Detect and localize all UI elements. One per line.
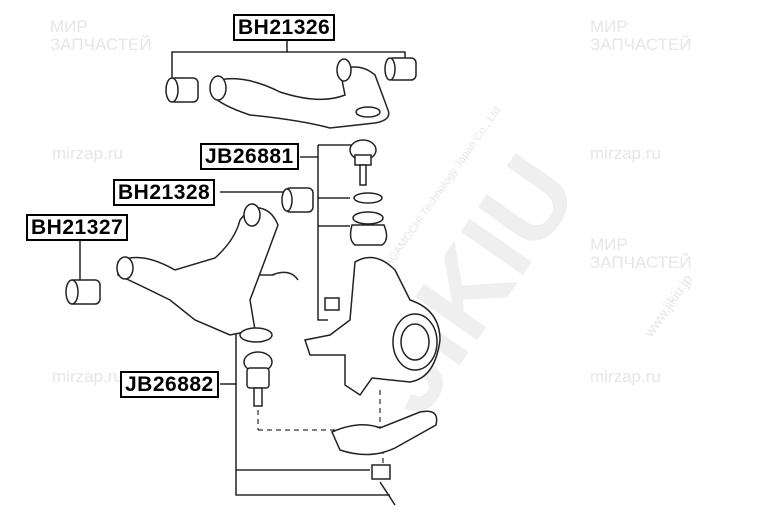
part-label-jb26881: JB26881 [200,143,299,170]
lower-control-arm [117,206,279,336]
parts [65,57,441,506]
watermark-text: ЗАПЧАСТЕЙ [590,253,692,272]
watermark-site: mirzap.ru [590,367,661,386]
watermark-site: mirzap.ru [52,144,123,163]
part-label-bh21328: BH21328 [113,179,216,206]
watermark-text: МИР [590,235,628,254]
steering-arm [331,410,438,456]
watermark-site: mirzap.ru [52,367,123,386]
dust-boot [349,211,388,246]
upper-control-arm [211,66,390,129]
part-label-bh21327: BH21327 [26,214,129,241]
lower-arm-bushing-rear [65,279,101,305]
upper-arm-bushing-left [165,77,199,103]
part-label-bh21326: BH21326 [233,14,336,41]
lower-arm-bushing-front [281,187,314,213]
watermark-site: mirzap.ru [590,144,661,163]
watermark-text: МИР [590,17,628,36]
watermark-text: ЗАПЧАСТЕЙ [590,35,692,54]
snap-ring [353,192,383,204]
lower-ball-joint [243,351,273,407]
watermark-text: ЗАПЧАСТЕЙ [50,35,152,54]
leader-lines [79,41,406,496]
upper-arm-bushing-right [384,57,417,81]
nut [324,297,340,311]
lower-nut [371,464,396,506]
lower-boot [239,327,273,343]
watermark-text: МИР [50,17,88,36]
snap-ring-lower [271,271,299,281]
upper-ball-joint [349,139,377,186]
part-label-jb26882: JB26882 [120,371,219,398]
